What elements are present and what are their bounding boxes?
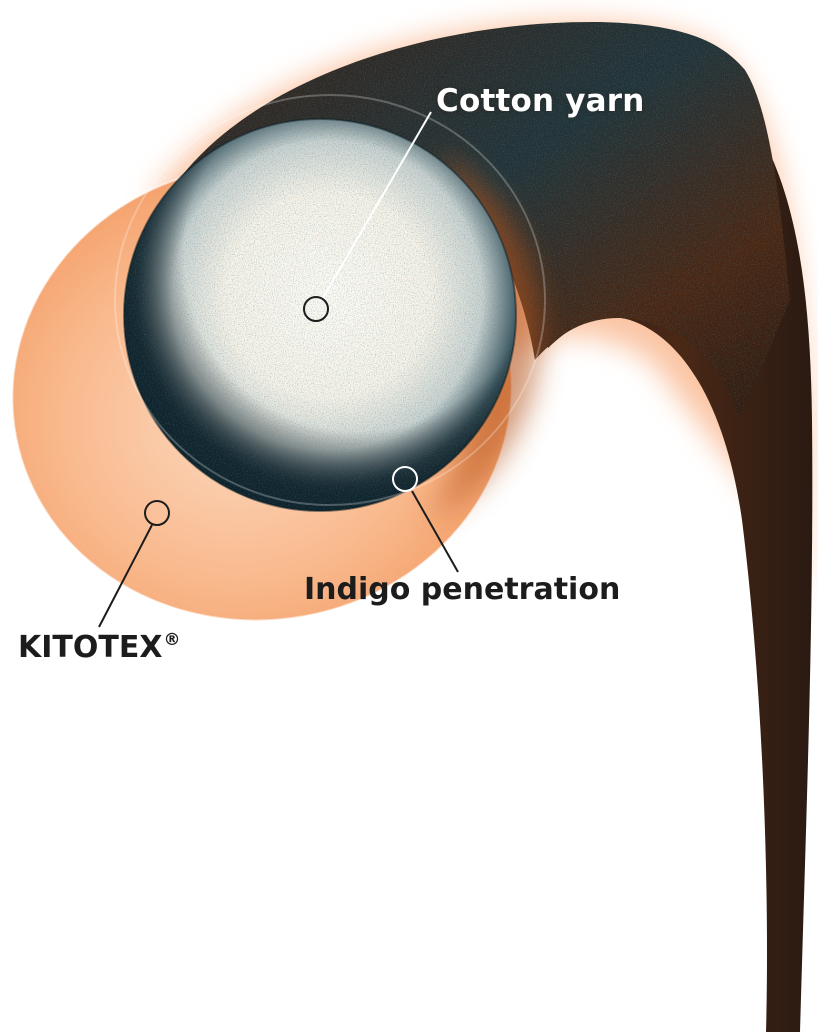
label-kitotex-text: KITOTEX: [18, 630, 162, 665]
label-cotton-yarn: Cotton yarn: [436, 86, 645, 117]
label-kitotex: KITOTEX®: [18, 632, 180, 663]
registered-mark: ®: [163, 630, 180, 650]
label-indigo-penetration: Indigo penetration: [304, 575, 620, 605]
